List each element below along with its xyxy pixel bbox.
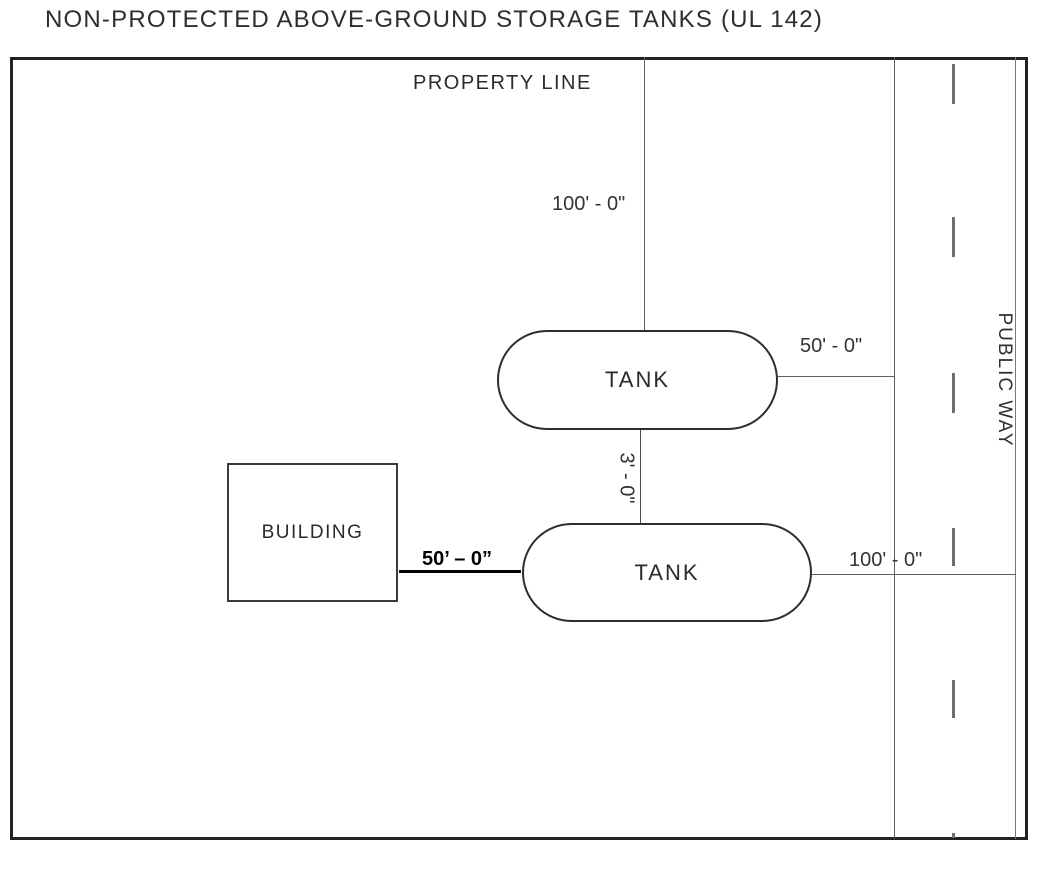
page-title: NON-PROTECTED ABOVE-GROUND STORAGE TANKS… bbox=[45, 6, 824, 33]
road-centerline-dash bbox=[952, 833, 955, 838]
lower-tank-label: TANK bbox=[634, 559, 700, 585]
dimension-leader-between-tanks bbox=[640, 430, 641, 523]
plan-border bbox=[10, 57, 1028, 840]
dimension-leader-top bbox=[644, 57, 645, 330]
road-centerline-dash bbox=[952, 373, 955, 413]
dimension-building-to-tank: 50’ – 0” bbox=[422, 548, 493, 570]
dimension-leader-lower-tank-to-public-way bbox=[812, 574, 1016, 575]
dimension-lower-tank-to-public-way: 100' - 0" bbox=[849, 549, 923, 571]
road-centerline-dash bbox=[952, 217, 955, 257]
road-centerline-dash bbox=[952, 680, 955, 718]
dimension-leader-upper-tank-to-public-way bbox=[778, 376, 895, 377]
property-line-label: PROPERTY LINE bbox=[413, 72, 592, 94]
upper-tank-label: TANK bbox=[604, 367, 671, 392]
road-centerline-dash bbox=[952, 528, 955, 566]
road-centerline-dash bbox=[952, 64, 955, 104]
public-way-right-edge-line bbox=[1015, 57, 1016, 839]
dimension-between-tanks: 3' - 0" bbox=[615, 452, 638, 504]
dimension-leader-building-to-tank bbox=[399, 570, 521, 573]
property-line-right bbox=[894, 57, 895, 839]
dimension-tank-to-public-way: 50' - 0" bbox=[800, 335, 863, 357]
public-way-label: PUBLIC WAY bbox=[994, 312, 1015, 448]
upper-tank-shape: TANK bbox=[497, 330, 778, 430]
building-label: BUILDING bbox=[261, 521, 364, 543]
dimension-property-line-to-tank: 100' - 0" bbox=[552, 193, 626, 215]
building-shape: BUILDING bbox=[227, 463, 398, 602]
lower-tank-shape: TANK bbox=[522, 523, 812, 622]
